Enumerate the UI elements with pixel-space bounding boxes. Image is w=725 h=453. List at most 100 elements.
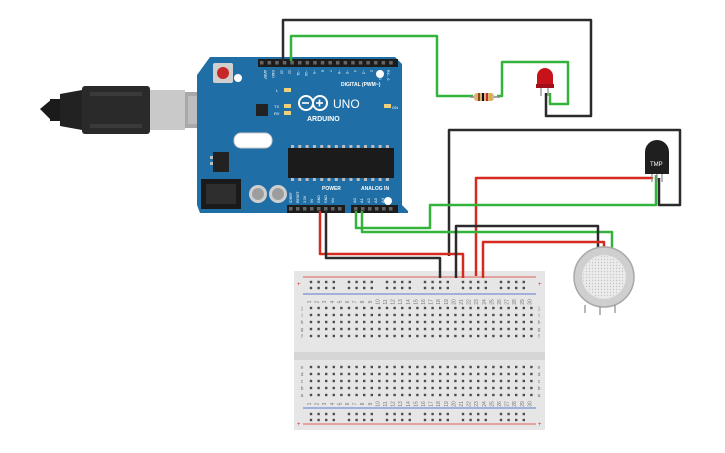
breadboard-column-number: 22 [467, 299, 473, 305]
breadboard-column-number: 9 [368, 402, 374, 405]
power-pin-label: 3.3V [303, 195, 307, 203]
breadboard-row-letter: d [538, 372, 541, 378]
breadboard-column-number: 12 [391, 401, 397, 407]
breadboard-column-number: 28 [512, 401, 518, 407]
breadboard-row-letter: j [300, 306, 302, 312]
mount-hole [384, 197, 392, 205]
breadboard-column-number: 2 [315, 300, 321, 303]
power-pin-label: Vin [331, 198, 335, 203]
arduino-board: ARDUINO UNO DIGITAL (PWM~) POWER ANALOG … [197, 57, 408, 213]
wire-gnd-breadboard [324, 211, 442, 278]
breadboard-column-number: 23 [474, 299, 480, 305]
red-led [536, 68, 554, 96]
breadboard-column-number: 7 [353, 300, 359, 303]
analog-pin-label: A2 [366, 197, 371, 203]
analog-header-label: ANALOG IN [361, 186, 389, 192]
breadboard-column-number: 13 [398, 401, 404, 407]
breadboard-column-number: 27 [505, 401, 511, 407]
breadboard-row-letter: b [301, 386, 304, 392]
gas-sensor [573, 246, 635, 315]
wires [281, 18, 682, 278]
breadboard-column-number: 6 [345, 300, 351, 303]
usb-cable [40, 86, 221, 134]
analog-pin-label: A0 [352, 197, 357, 203]
digital-pin-label: 8 [320, 70, 324, 72]
breadboard-row-letter: g [538, 327, 541, 333]
crystal [233, 132, 273, 149]
breadboard-column-number: 18 [436, 299, 442, 305]
mount-hole [376, 70, 384, 78]
breadboard-row-letter: b [538, 386, 541, 392]
breadboard-row-letter: h [301, 320, 304, 326]
breadboard-column-number: 19 [444, 401, 450, 407]
analog-header [351, 205, 398, 213]
breadboard-row-letter: a [538, 393, 541, 399]
breadboard-column-number: 26 [497, 401, 503, 407]
digital-pin-label: 2 [370, 70, 374, 72]
breadboard-column-number: 12 [391, 299, 397, 305]
breadboard-column-number: 15 [413, 299, 419, 305]
breadboard-row-letter: g [301, 327, 304, 333]
breadboard-column-number: 1 [307, 402, 313, 405]
breadboard-column-number: 14 [406, 299, 412, 305]
wire-pin13-resistor [289, 34, 473, 98]
breadboard-column-number: 17 [429, 299, 435, 305]
power-pin-label: RESET [296, 190, 300, 203]
breadboard-column-number: 21 [459, 401, 465, 407]
digital-pin-label: ~10 [304, 70, 308, 76]
usb-chip [256, 104, 268, 116]
svg-text:+: + [538, 422, 542, 428]
wire-gas-ground [454, 224, 600, 278]
digital-pin-label: ~5 [345, 70, 349, 74]
digital-pin-label: RX←0 [386, 70, 390, 80]
mount-hole [234, 74, 242, 82]
power-pin-label: IOREF [289, 192, 293, 203]
breadboard-column-number: 10 [375, 401, 381, 407]
breadboard-column-number: 29 [520, 299, 526, 305]
breadboard-row-letter: f [538, 334, 540, 340]
power-header-label: POWER [322, 186, 341, 192]
wire-resistor-led [497, 60, 570, 106]
rx-led-label: RX [274, 111, 280, 116]
digital-pin-label: 4 [353, 70, 357, 72]
breadboard-column-number: 20 [451, 299, 457, 305]
breadboard-column-number: 3 [322, 402, 328, 405]
arduino-logo-icon [298, 95, 328, 111]
wire-led-ground [281, 18, 593, 118]
breadboard-column-number: 17 [429, 401, 435, 407]
breadboard-column-number: 21 [459, 299, 465, 305]
breadboard-column-number: 11 [383, 401, 389, 406]
breadboard-column-number: 2 [315, 402, 321, 405]
breadboard-row-letter: c [538, 379, 541, 385]
breadboard-column-number: 30 [527, 299, 533, 305]
breadboard-column-number: 13 [398, 299, 404, 305]
microcontroller-chip [288, 148, 394, 178]
digital-pin-label: TX→1 [378, 70, 382, 80]
analog-pin-label: A4 [380, 197, 385, 203]
breadboard-column-number: 22 [467, 401, 473, 407]
breadboard-column-number: 30 [527, 401, 533, 407]
breadboard-row-letter: e [301, 365, 304, 371]
analog-pin-label: A1 [359, 197, 364, 203]
digital-header [258, 59, 398, 67]
breadboard-column-number: 7 [353, 402, 359, 405]
breadboard-row-letter: d [301, 372, 304, 378]
breadboard-column-number: 3 [322, 300, 328, 303]
breadboard-column-number: 5 [337, 300, 343, 303]
power-pin-label: GND [317, 195, 321, 203]
breadboard-row-letter: a [301, 393, 304, 399]
breadboard-column-number: 4 [330, 402, 336, 405]
breadboard-column-number: 23 [474, 401, 480, 407]
breadboard-column-number: 24 [482, 299, 488, 305]
breadboard-column-number: 18 [436, 401, 442, 407]
resistor [470, 93, 500, 101]
digital-pin-label: ~9 [312, 70, 316, 74]
wire-a0-tmp [354, 175, 658, 230]
wire-5v-breadboard [318, 211, 465, 278]
breadboard-column-number: 29 [520, 401, 526, 407]
breadboard-column-number: 25 [489, 401, 495, 407]
wire-gas-power [481, 240, 606, 278]
breadboard-row-letter: i [538, 313, 539, 319]
wire-tmp-ground [447, 128, 682, 256]
digital-pin-label: AREF [263, 70, 267, 79]
